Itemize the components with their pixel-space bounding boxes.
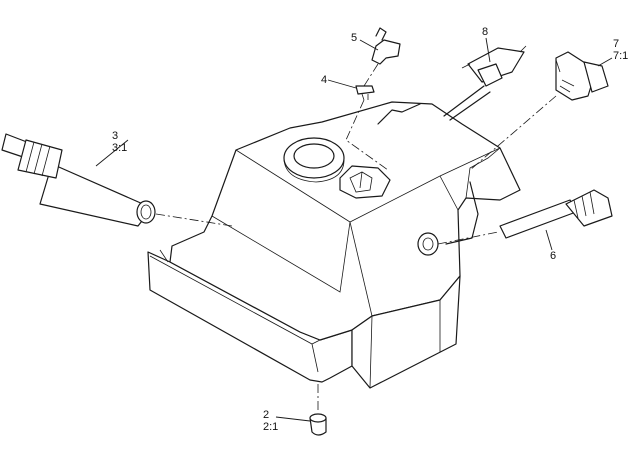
callout-7-number: 7 (613, 38, 620, 50)
callout-2-qty: 2:1 (263, 421, 279, 433)
fitting-7-threads (555, 59, 575, 93)
sender-unit (349, 171, 373, 193)
fitting-7-nut (583, 61, 609, 93)
callout-4: 4 (321, 74, 327, 86)
tee-collar (477, 63, 503, 87)
filter-tube-collar (17, 139, 63, 179)
callout-8-number: 8 (482, 26, 489, 38)
filter-tube-end (136, 200, 156, 224)
tee-pipe (443, 85, 491, 121)
part-3-filter-tube (1, 133, 233, 227)
leader-4 (327, 79, 357, 89)
leader-3 (95, 139, 129, 167)
filler-neck-base (283, 159, 345, 183)
drain-plug-body (309, 417, 327, 436)
part-2-drain-plug (309, 413, 327, 436)
filler-neck-inner (293, 143, 335, 169)
leader-7 (597, 57, 613, 67)
part-4-grommet (355, 85, 375, 101)
leader-8 (485, 37, 491, 63)
axis-5-to-tank (345, 63, 389, 171)
leader-lines (95, 37, 613, 422)
leader-5 (359, 39, 379, 51)
callout-7: 7 7:1 (613, 38, 628, 62)
part-5-elbow (371, 27, 401, 65)
side-port-inner (422, 237, 434, 251)
axis-6-to-tank (437, 231, 499, 245)
callout-5: 5 (351, 32, 357, 44)
callout-8: 8 (482, 26, 488, 38)
tank-right-face (439, 147, 501, 211)
filter-tube-body (39, 163, 153, 227)
part-7-fitting (555, 51, 609, 101)
filter-tube-end-inner (140, 204, 152, 220)
callout-3: 3 3:1 (112, 130, 127, 154)
valve-stem (499, 199, 577, 239)
filter-tube-rings (25, 141, 51, 177)
leader-6 (545, 229, 553, 251)
valve-body (565, 189, 613, 227)
fuel-tank (147, 101, 521, 389)
callout-7-qty: 7:1 (613, 50, 629, 62)
callout-6: 6 (550, 250, 556, 262)
elbow-barb (375, 27, 387, 41)
valve-threads (573, 191, 595, 219)
elbow-body (371, 39, 401, 65)
sender-recess (339, 165, 391, 199)
grommet-stem (361, 93, 369, 101)
leader-2 (275, 416, 311, 422)
tank-lower-block (351, 275, 461, 389)
callout-4-number: 4 (321, 74, 328, 86)
grommet-body (355, 85, 375, 95)
side-port (417, 232, 439, 256)
axis-7-to-tank (469, 95, 557, 171)
callout-3-number: 3 (112, 130, 119, 142)
drain-plug-top (309, 413, 327, 423)
tank-top-edge (235, 147, 501, 223)
tank-main-body (169, 101, 521, 341)
tank-lower-block-edge (369, 300, 441, 389)
vent-hose (377, 103, 479, 245)
callout-3-qty: 3:1 (112, 142, 128, 154)
callout-2: 2 2:1 (263, 409, 278, 433)
tank-shelf-groove (159, 249, 319, 373)
callout-2-number: 2 (263, 409, 270, 421)
part-8-tee (443, 45, 527, 121)
filter-tube-axis (155, 213, 233, 227)
callout-5-number: 5 (351, 32, 358, 44)
part-6-valve (499, 189, 613, 239)
tank-front-face (349, 221, 373, 317)
tee-arms (461, 45, 527, 69)
callout-6-number: 6 (550, 250, 557, 262)
tank-side-edge (211, 215, 351, 293)
